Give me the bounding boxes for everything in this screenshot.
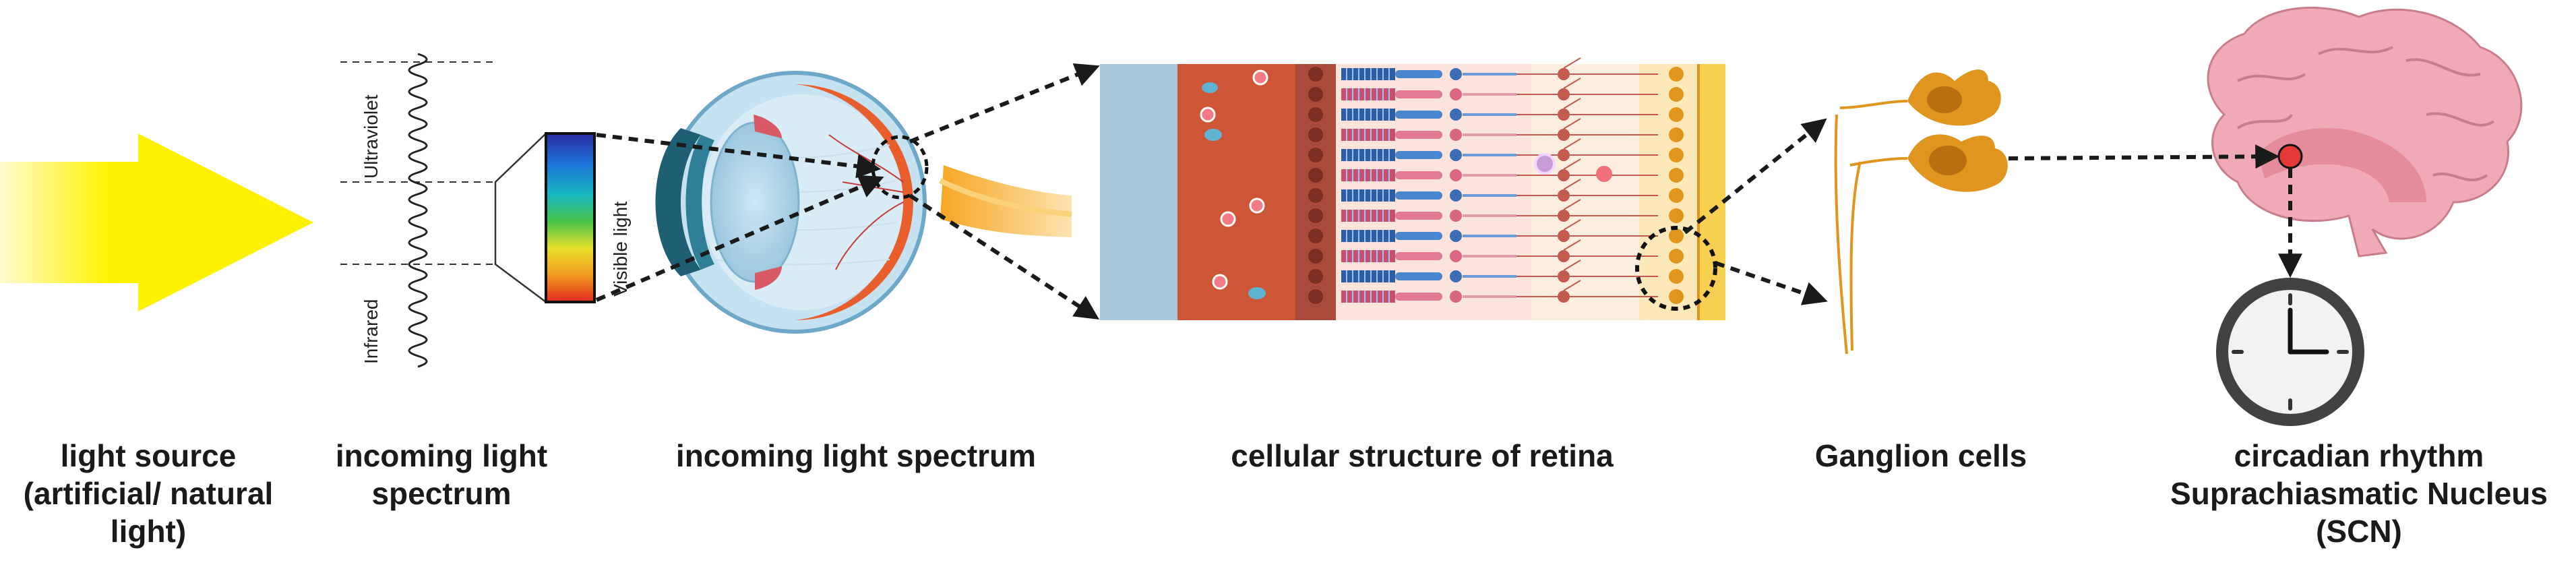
- caption-ganglion: Ganglion cells: [1786, 437, 2056, 475]
- caption-line: spectrum: [371, 476, 512, 511]
- arrow-retina-to-ganglion-bottom: [1715, 261, 1828, 305]
- arrow-retina-to-ganglion-top: [1684, 118, 1827, 235]
- flow-arrows: [595, 63, 2302, 320]
- caption-line: cellular structure of retina: [1231, 438, 1614, 473]
- caption-eye-spectrum: incoming light spectrum: [647, 437, 1065, 475]
- caption-line: incoming light: [335, 438, 548, 473]
- fovea-highlight: [871, 135, 929, 200]
- ganglion-highlight: [1635, 226, 1717, 311]
- arrow-spectrum-to-fovea-upper: [596, 133, 882, 179]
- caption-line: Suprachiasmatic Nucleus: [2170, 476, 2548, 511]
- blood-cells: [1200, 69, 1268, 299]
- light-source-arrow: [0, 133, 313, 311]
- retina-cross-section: [1100, 57, 1725, 320]
- caption-line: (artificial/ natural: [23, 476, 274, 511]
- caption-line: Ganglion cells: [1814, 438, 2027, 473]
- clock-icon: [2216, 278, 2364, 426]
- brain-illustration: [2207, 6, 2523, 258]
- light-wave: [408, 53, 428, 368]
- scn-marker: [2277, 144, 2303, 169]
- caption-incoming-spectrum: incoming light spectrum: [324, 437, 559, 512]
- caption-line: incoming light spectrum: [675, 438, 1037, 473]
- ganglion-cell-bottom: [1907, 134, 2008, 192]
- ganglion-cells: [1834, 69, 2008, 355]
- infrared-label: Infrared: [361, 299, 381, 365]
- visible-spectrum-bar: [545, 132, 596, 303]
- caption-light-source: light source (artificial/ natural light): [0, 437, 297, 550]
- eye-illustration: [655, 71, 1072, 334]
- caption-line: (SCN): [2316, 514, 2402, 549]
- arrow-ganglion-to-scn: [2008, 144, 2280, 169]
- ultraviolet-label: Ultraviolet: [361, 94, 381, 179]
- arrow-eye-to-retina-bottom: [909, 193, 1100, 320]
- arrow-eye-to-retina-top: [909, 63, 1100, 144]
- caption-scn: circadian rhythm Suprachiasmatic Nucleus…: [2143, 437, 2575, 550]
- caption-line: light): [110, 514, 187, 549]
- visible-light-label: Visible light: [610, 202, 631, 297]
- caption-line: light source: [60, 438, 237, 473]
- spectrum-wave-panel: Ultraviolet Infrared Visible light: [340, 53, 631, 368]
- caption-retina: cellular structure of retina: [1179, 437, 1665, 475]
- caption-line: circadian rhythm: [2234, 438, 2484, 473]
- visible-band-connector: [494, 131, 547, 304]
- arrow-spectrum-to-fovea-lower: [595, 175, 884, 302]
- ganglion-cell-top: [1907, 69, 2001, 126]
